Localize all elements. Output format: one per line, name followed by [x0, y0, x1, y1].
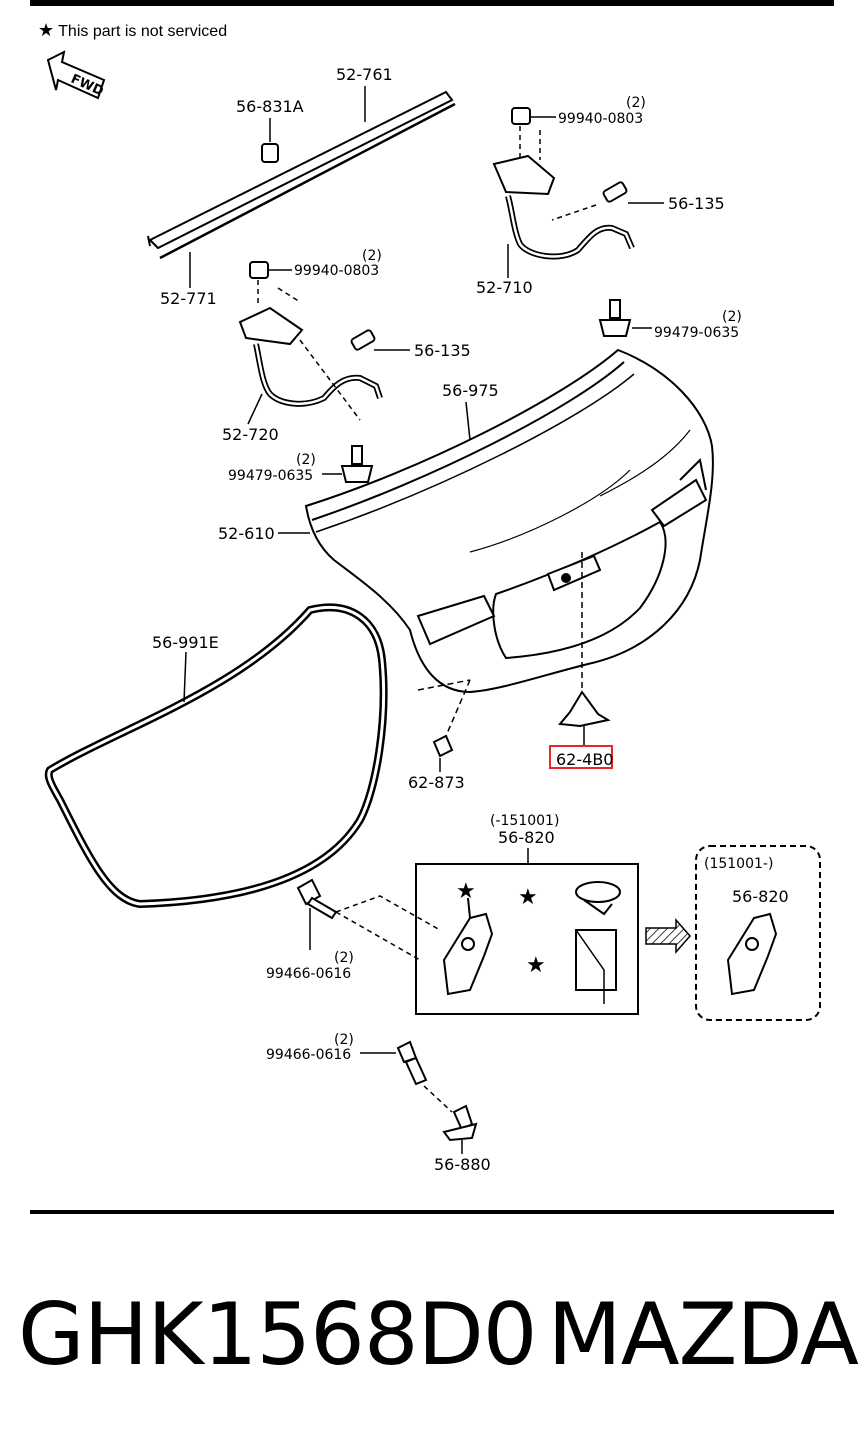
bolt-99479-0635-left [322, 445, 374, 483]
qty-99940-top: (2) [626, 95, 646, 111]
label-62-4b0: 62-4B0 [556, 750, 613, 769]
star-icon: ★ [456, 878, 476, 903]
label-56-975: 56-975 [442, 381, 499, 400]
label-99940-0803-left: 99940-0803 [294, 263, 379, 279]
label-56-135-left: 56-135 [414, 341, 471, 360]
label-56-820-new: 56-820 [732, 887, 789, 906]
label-56-135-right: 56-135 [668, 194, 725, 213]
label-range-old: (-151001) [490, 813, 559, 829]
label-52-761: 52-761 [336, 65, 393, 84]
label-52-610: 52-610 [218, 524, 275, 543]
label-99940-0803-right: 99940-0803 [558, 111, 643, 127]
label-99466-0616-a: 99466-0616 [266, 966, 351, 982]
part-number: GHK1568D0 [18, 1285, 538, 1385]
qty-99479-right: (2) [722, 309, 742, 325]
bumper-62-873 [432, 734, 454, 772]
top-rule [30, 0, 834, 6]
label-99479-0635-left: 99479-0635 [228, 468, 313, 484]
star-icon: ★ [38, 20, 55, 40]
switch-62-4b0 [558, 690, 611, 746]
bolt-99479-0635-right [598, 299, 652, 337]
qty-99466-a: (2) [334, 950, 354, 966]
footer-caption: GHK1568D0 MAZDA [18, 1285, 859, 1385]
clip-56-831a [261, 118, 279, 163]
qty-99479-left: (2) [296, 452, 316, 468]
label-52-771: 52-771 [160, 289, 217, 308]
label-56-880: 56-880 [434, 1155, 491, 1174]
note-text: This part is not serviced [58, 23, 228, 40]
label-56-991e: 56-991E [152, 633, 219, 652]
label-range-new: (151001-) [704, 856, 773, 872]
label-52-720: 52-720 [222, 425, 279, 444]
fwd-arrow-icon: FWD [46, 50, 106, 100]
latch-box-new [695, 845, 821, 1021]
qty-99466-b: (2) [334, 1032, 354, 1048]
bolt-99466-0616-b [360, 1040, 453, 1113]
arrow-icon [645, 918, 691, 954]
label-62-873: 62-873 [408, 773, 465, 792]
bolt-99466-0616-a [296, 878, 441, 961]
label-56-820-old: 56-820 [498, 828, 555, 847]
brand-name: MAZDA [547, 1285, 859, 1385]
torsion-rods [147, 86, 456, 288]
label-99479-0635-right: 99479-0635 [654, 325, 739, 341]
highlight-box [549, 745, 613, 769]
trunk-lid-52-610 [278, 348, 714, 737]
label-52-710: 52-710 [476, 278, 533, 297]
striker-56-880 [442, 1104, 478, 1154]
weatherstrip-56-991e [44, 603, 388, 909]
star-icon: ★ [526, 952, 546, 977]
hinge-52-720 [238, 261, 410, 425]
hinge-52-710 [492, 107, 664, 278]
bottom-rule [30, 1210, 834, 1214]
star-icon: ★ [518, 884, 538, 909]
label-99466-0616-b: 99466-0616 [266, 1047, 351, 1063]
qty-99940-left: (2) [362, 248, 382, 264]
exploded-parts-diagram: FWD 52-761 52-771 56-831A (2) 99940-0803… [44, 50, 821, 1174]
label-56-831a: 56-831A [236, 97, 304, 116]
latch-box-old [415, 863, 639, 1015]
not-serviced-note: ★This part is not serviced [38, 20, 227, 41]
